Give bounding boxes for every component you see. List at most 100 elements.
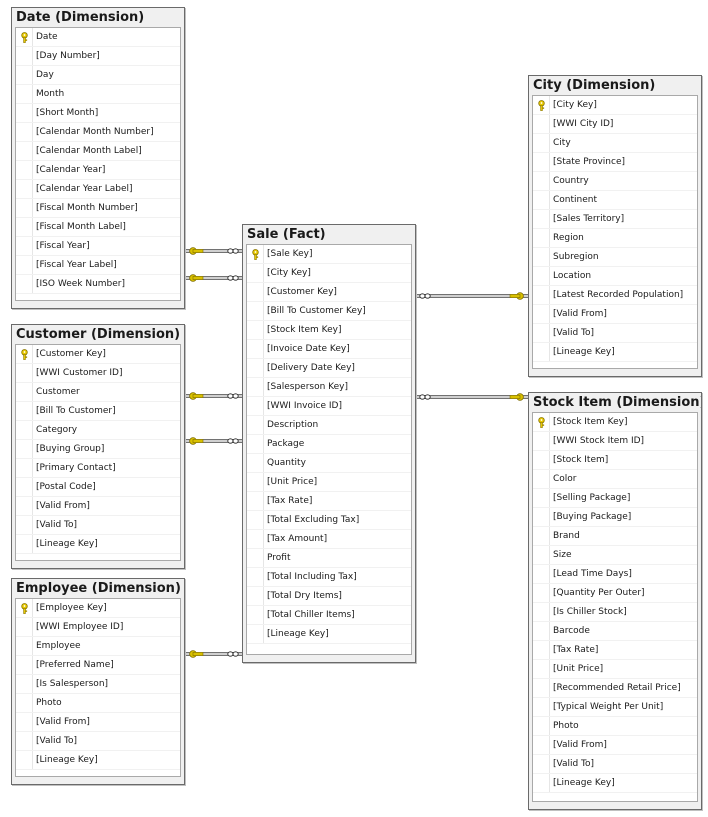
column-row-valid-to[interactable]: [Valid To] [16,516,180,535]
column-row-unit-price[interactable]: [Unit Price] [533,660,697,679]
column-row-tax-rate[interactable]: [Tax Rate] [533,641,697,660]
column-row-customer-key[interactable]: [Customer Key] [16,345,180,364]
column-row-wwi-customer-id[interactable]: [WWI Customer ID] [16,364,180,383]
column-row-is-chiller-stock[interactable]: [Is Chiller Stock] [533,603,697,622]
relationship-customer-to-sale[interactable] [185,392,242,400]
column-row-photo[interactable]: Photo [533,717,697,736]
column-row-fiscal-year[interactable]: [Fiscal Year] [16,237,180,256]
column-row-wwi-employee-id[interactable]: [WWI Employee ID] [16,618,180,637]
column-row-sale-key[interactable]: [Sale Key] [247,245,411,264]
column-row-customer[interactable]: Customer [16,383,180,402]
column-row-date[interactable]: Date [16,28,180,47]
column-row-calendar-year-label[interactable]: [Calendar Year Label] [16,180,180,199]
table-title[interactable]: Date (Dimension) [16,10,145,25]
column-row-tax-amount[interactable]: [Tax Amount] [247,530,411,549]
column-row-city-key[interactable]: [City Key] [533,96,697,115]
column-row-valid-from[interactable]: [Valid From] [16,713,180,732]
column-row-profit[interactable]: Profit [247,549,411,568]
column-row-fiscal-month-number[interactable]: [Fiscal Month Number] [16,199,180,218]
column-row-stock-item[interactable]: [Stock Item] [533,451,697,470]
column-row-wwi-invoice-id[interactable]: [WWI Invoice ID] [247,397,411,416]
relationship-customer-to-sale[interactable] [185,437,242,445]
column-row-total-dry-items[interactable]: [Total Dry Items] [247,587,411,606]
column-row-photo[interactable]: Photo [16,694,180,713]
column-row-barcode[interactable]: Barcode [533,622,697,641]
relationship-date-to-sale[interactable] [185,274,242,282]
column-row-customer-key[interactable]: [Customer Key] [247,283,411,302]
column-row-fiscal-month-label[interactable]: [Fiscal Month Label] [16,218,180,237]
column-row-color[interactable]: Color [533,470,697,489]
column-row-valid-from[interactable]: [Valid From] [533,736,697,755]
column-row-description[interactable]: Description [247,416,411,435]
column-row-category[interactable]: Category [16,421,180,440]
column-row-total-excluding-tax[interactable]: [Total Excluding Tax] [247,511,411,530]
column-row-valid-to[interactable]: [Valid To] [16,732,180,751]
column-row-tax-rate[interactable]: [Tax Rate] [247,492,411,511]
column-row-lineage-key[interactable]: [Lineage Key] [533,774,697,793]
column-row-preferred-name[interactable]: [Preferred Name] [16,656,180,675]
column-row-total-including-tax[interactable]: [Total Including Tax] [247,568,411,587]
table-title[interactable]: City (Dimension) [533,78,656,93]
column-row-buying-package[interactable]: [Buying Package] [533,508,697,527]
relationship-city-to-sale[interactable] [416,292,528,300]
column-row-valid-from[interactable]: [Valid From] [533,305,697,324]
column-row-lineage-key[interactable]: [Lineage Key] [16,751,180,770]
column-row-quantity-per-outer[interactable]: [Quantity Per Outer] [533,584,697,603]
column-row-invoice-date-key[interactable]: [Invoice Date Key] [247,340,411,359]
column-row-subregion[interactable]: Subregion [533,248,697,267]
column-row-location[interactable]: Location [533,267,697,286]
column-row-quantity[interactable]: Quantity [247,454,411,473]
column-row-valid-from[interactable]: [Valid From] [16,497,180,516]
column-row-is-salesperson[interactable]: [Is Salesperson] [16,675,180,694]
column-row-unit-price[interactable]: [Unit Price] [247,473,411,492]
column-row-package[interactable]: Package [247,435,411,454]
column-row-lineage-key[interactable]: [Lineage Key] [16,535,180,554]
column-row-wwi-stock-item-id[interactable]: [WWI Stock Item ID] [533,432,697,451]
column-row-brand[interactable]: Brand [533,527,697,546]
column-row-lineage-key[interactable]: [Lineage Key] [247,625,411,644]
table-title[interactable]: Stock Item (Dimension) [533,395,701,410]
column-row-typical-weight-per-unit[interactable]: [Typical Weight Per Unit] [533,698,697,717]
column-row-primary-contact[interactable]: [Primary Contact] [16,459,180,478]
column-row-country[interactable]: Country [533,172,697,191]
column-row-delivery-date-key[interactable]: [Delivery Date Key] [247,359,411,378]
relationship-date-to-sale[interactable] [185,247,242,255]
column-row-latest-recorded-population[interactable]: [Latest Recorded Population] [533,286,697,305]
column-row-total-chiller-items[interactable]: [Total Chiller Items] [247,606,411,625]
column-row-fiscal-year-label[interactable]: [Fiscal Year Label] [16,256,180,275]
column-row-size[interactable]: Size [533,546,697,565]
relationship-stock-item-to-sale[interactable] [416,393,528,401]
table-title[interactable]: Employee (Dimension) [16,581,181,596]
column-row-salesperson-key[interactable]: [Salesperson Key] [247,378,411,397]
column-row-stock-item-key[interactable]: [Stock Item Key] [533,413,697,432]
column-row-calendar-month-number[interactable]: [Calendar Month Number] [16,123,180,142]
column-row-iso-week-number[interactable]: [ISO Week Number] [16,275,180,294]
column-row-postal-code[interactable]: [Postal Code] [16,478,180,497]
table-stock-item[interactable]: Stock Item (Dimension) [Stock Item Key][W… [528,392,702,810]
table-employee[interactable]: Employee (Dimension) [Employee Key][WWI E… [11,578,185,785]
table-sale[interactable]: Sale (Fact) [Sale Key][City Key][Customer… [242,224,416,663]
column-row-city-key[interactable]: [City Key] [247,264,411,283]
table-city[interactable]: City (Dimension)[City Key][WWI City ID]C… [528,75,702,377]
column-row-wwi-city-id[interactable]: [WWI City ID] [533,115,697,134]
column-row-day[interactable]: Day [16,66,180,85]
column-row-bill-to-customer-key[interactable]: [Bill To Customer Key] [247,302,411,321]
column-row-day-number[interactable]: [Day Number] [16,47,180,66]
column-row-state-province[interactable]: [State Province] [533,153,697,172]
column-row-bill-to-customer[interactable]: [Bill To Customer] [16,402,180,421]
column-row-city[interactable]: City [533,134,697,153]
relationship-employee-to-sale[interactable] [185,650,242,658]
column-row-calendar-year[interactable]: [Calendar Year] [16,161,180,180]
column-row-stock-item-key[interactable]: [Stock Item Key] [247,321,411,340]
column-row-calendar-month-label[interactable]: [Calendar Month Label] [16,142,180,161]
table-title[interactable]: Sale (Fact) [247,227,326,242]
column-row-region[interactable]: Region [533,229,697,248]
column-row-lead-time-days[interactable]: [Lead Time Days] [533,565,697,584]
column-row-valid-to[interactable]: [Valid To] [533,324,697,343]
column-row-recommended-retail-price[interactable]: [Recommended Retail Price] [533,679,697,698]
column-row-employee-key[interactable]: [Employee Key] [16,599,180,618]
table-title[interactable]: Customer (Dimension) [16,327,181,342]
column-row-employee[interactable]: Employee [16,637,180,656]
column-row-continent[interactable]: Continent [533,191,697,210]
